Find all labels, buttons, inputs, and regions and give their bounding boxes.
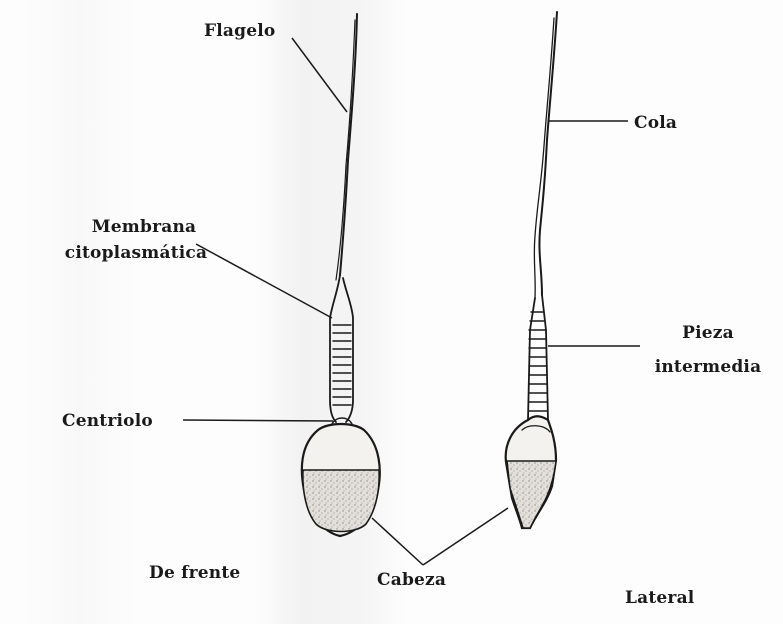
leader-centriolo — [183, 420, 333, 421]
sperm-lateral-view — [506, 12, 557, 528]
leader-lines — [183, 38, 640, 565]
label-cola: Cola — [634, 112, 677, 134]
front-flagellum — [340, 14, 357, 275]
leader-membrana — [196, 244, 332, 318]
label-pieza-line1: Pieza — [648, 322, 768, 344]
leader-cabeza-right — [423, 508, 508, 565]
leader-cabeza-left — [372, 518, 423, 565]
leader-flagelo — [292, 38, 347, 112]
lateral-midpiece-rings — [529, 312, 547, 411]
lateral-flagellum — [539, 12, 557, 295]
label-cabeza: Cabeza — [377, 569, 446, 591]
front-midpiece-rings — [333, 325, 351, 405]
label-de-frente: De frente — [149, 562, 240, 584]
label-membrana-line2: citoplasmática — [60, 242, 212, 264]
label-membrana-line1: Membrana — [76, 216, 212, 238]
label-flagelo: Flagelo — [204, 20, 275, 42]
sperm-front-view — [302, 14, 380, 536]
label-pieza-line2: intermedia — [640, 356, 776, 378]
label-lateral: Lateral — [625, 587, 694, 609]
label-centriolo: Centriolo — [62, 410, 153, 432]
front-nucleus — [303, 470, 379, 532]
